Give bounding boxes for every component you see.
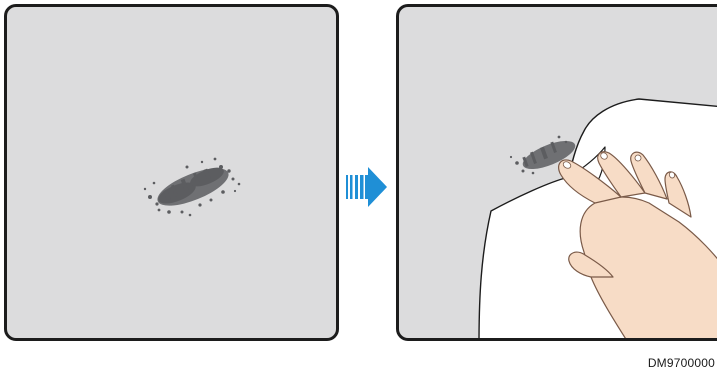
document-id-label: DM9700000: [648, 356, 715, 370]
stain-icon: [7, 7, 339, 341]
after-panel: [396, 4, 717, 341]
before-panel: [4, 4, 339, 341]
arrow-right-icon: [346, 167, 388, 207]
hand-wiping-icon: [399, 7, 717, 341]
